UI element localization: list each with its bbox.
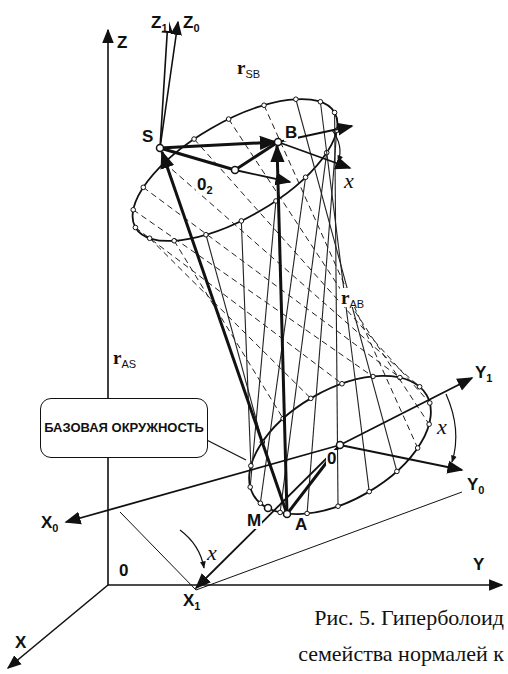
hyperboloid-surface [111,71,454,543]
origin-label: 0 [118,562,129,579]
callout-box: БАЗОВАЯ ОКРУЖНОСТЬ [40,398,208,458]
ruling-dot [258,501,263,506]
axis-label: Z [116,34,128,51]
callout-text: БАЗОВАЯ ОКРУЖНОСТЬ [44,419,204,437]
ruling-line [241,221,251,466]
angle-label: x [343,170,355,192]
ruling-dot [318,99,323,104]
ruling-dot [226,117,231,122]
ruling-dot [248,485,253,490]
ruling-dot [294,97,299,102]
point-label: B [284,124,298,141]
local-z-axes [160,20,178,148]
ruling-dot [133,225,138,230]
ruling-dot [308,396,313,401]
ruling-dot [415,446,420,451]
vector-label: rSB [236,58,261,77]
vector-label: rAB [340,288,365,307]
ruling-line [280,153,327,513]
point-label: A [294,516,308,533]
axis-label: Y1 [474,364,493,381]
angle-label: x [436,416,448,438]
point-label: M [246,512,262,529]
axis-label: Y0 [466,476,485,493]
ruling-dot [336,504,341,509]
ruling-dot [262,103,267,108]
axis-label: X0 [40,514,59,531]
point-label: 0 [326,450,337,467]
ruling-dot [332,110,337,115]
ruling-dot [417,384,422,389]
ruling-line [264,105,418,448]
ruling-dot [395,469,400,474]
ruling-dot [428,401,433,406]
figure-caption: Рис. 5. Гиперболоид семейства нормалей к [254,600,504,672]
axis-label: Z0 [182,14,201,31]
ruling-dot [303,175,308,180]
ruling-line [135,228,342,384]
axis-label: X1 [182,592,201,609]
ruling-line [296,99,397,471]
ruling-dot [131,208,136,213]
ruling-line [143,187,400,377]
ruling-dot [141,185,146,190]
vector-label: rAS [112,348,137,367]
angle-label: x [206,542,218,564]
ruling-line [194,139,430,403]
ruling-dot [204,232,209,237]
axis-label: X [14,634,27,651]
top-circle [111,71,358,269]
ruling-dot [192,137,197,142]
ruling-dot [367,489,372,494]
ruling-dot [340,381,345,386]
normal-vectors [160,142,340,514]
ruling-line [174,241,283,419]
axis-label: Y [472,556,485,573]
ruling-dot [427,422,432,427]
global-axes [8,30,502,668]
ruling-line [164,163,419,387]
ruling-line [229,119,429,424]
point-label: 02 [196,176,214,193]
point-label: S [141,128,154,145]
ruling-line [150,238,311,398]
points [157,139,344,518]
ruling-dot [278,510,283,515]
ruling-dot [239,219,244,224]
ruling-dot [249,463,254,468]
axis-label: Z1 [150,14,169,31]
